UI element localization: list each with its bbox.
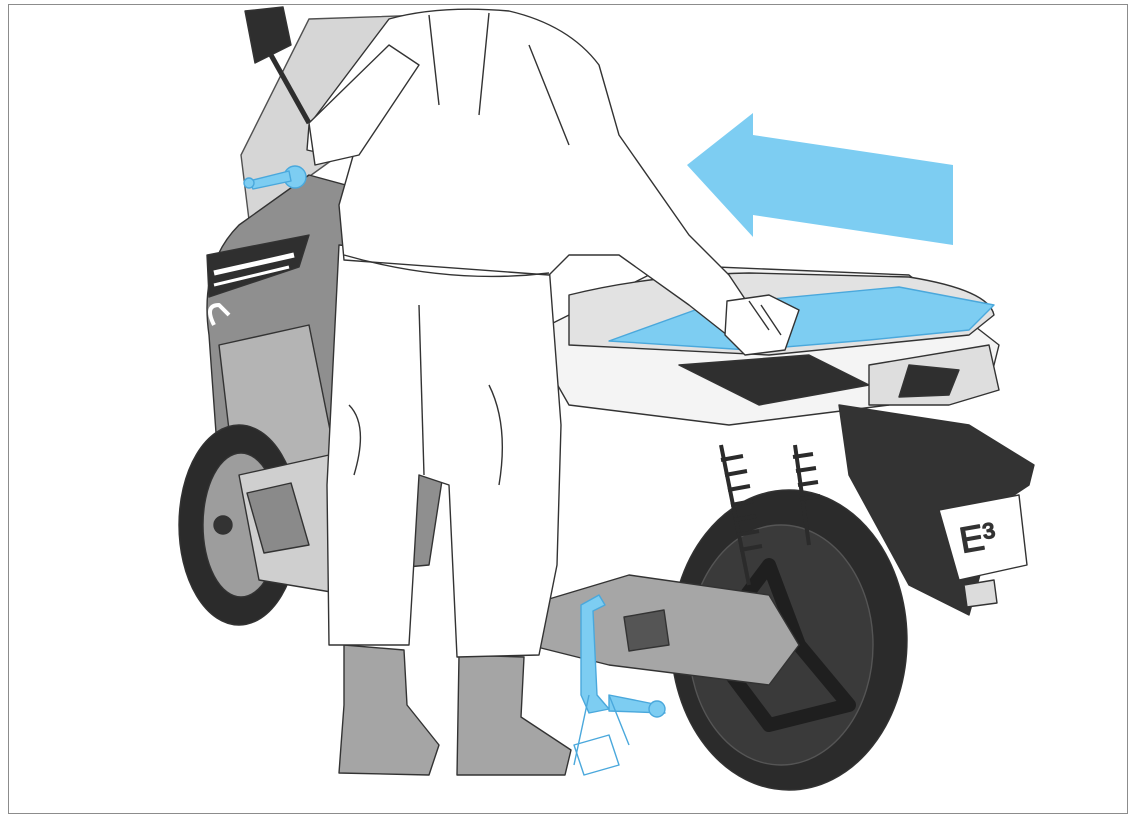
right-boot (457, 655, 571, 775)
left-boot (339, 645, 439, 775)
svg-text:E³: E³ (956, 514, 999, 561)
trousers (327, 245, 561, 657)
arrow-left-icon (687, 113, 953, 245)
illustration-frame: E³ (8, 4, 1128, 814)
scooter-illustration: E³ (9, 5, 1128, 814)
